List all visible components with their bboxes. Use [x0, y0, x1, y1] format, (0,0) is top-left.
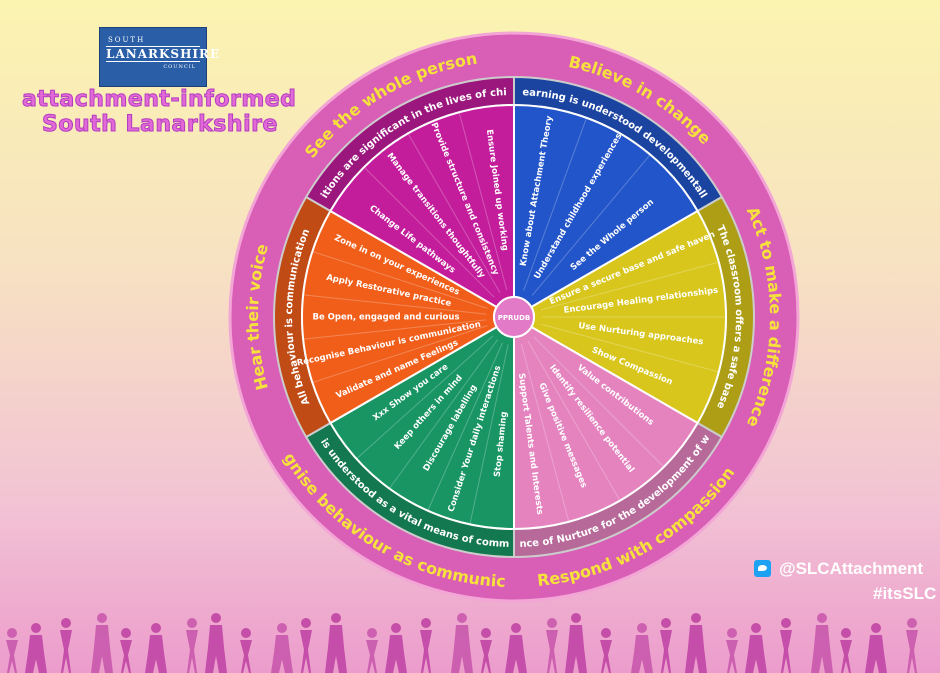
person-silhouette: [546, 618, 558, 673]
person-silhouette: [91, 613, 113, 673]
item-divider: [388, 339, 498, 489]
brand-line-2: South Lanarkshire: [42, 112, 278, 138]
person-silhouette: [240, 628, 252, 673]
person-silhouette: [385, 623, 407, 673]
item-divider: [540, 261, 719, 311]
twitter-handle[interactable]: @SLCAttachment: [754, 559, 923, 579]
person-silhouette: [811, 613, 833, 673]
person-silhouette: [745, 623, 767, 673]
person-silhouette: [300, 618, 312, 673]
item-divider: [427, 342, 504, 511]
item-divider: [520, 343, 570, 522]
hashtag: #itsSLC: [873, 584, 937, 603]
twitter-handle-text: @SLCAttachment: [779, 559, 924, 578]
hub-label: PPRUDB: [498, 314, 530, 322]
item-divider: [303, 319, 487, 340]
council-logo: SOUTH LANARKSHIRE COUNCIL: [99, 27, 221, 87]
item-divider: [312, 251, 488, 309]
logo-line-2: LANARKSHIRE: [106, 46, 221, 62]
person-silhouette: [631, 623, 653, 673]
item-divider: [407, 133, 501, 294]
person-silhouette: [25, 623, 47, 673]
person-silhouette: [565, 613, 587, 673]
person-silhouette: [840, 628, 852, 673]
item-divider: [540, 323, 719, 373]
person-silhouette: [366, 628, 378, 673]
person-silhouette: [145, 623, 167, 673]
item-divider: [356, 335, 494, 460]
item-divider: [363, 166, 495, 298]
person-silhouette: [906, 618, 918, 673]
person-silhouette: [865, 623, 887, 673]
person-silhouette: [120, 628, 132, 673]
hub: [493, 296, 535, 338]
item-divider: [312, 325, 488, 383]
person-silhouette: [685, 613, 707, 673]
person-silhouette: [420, 618, 432, 673]
person-silhouette: [60, 618, 72, 673]
person-silhouette: [325, 613, 347, 673]
logo-line-1: SOUTH: [108, 36, 146, 44]
item-divider: [533, 336, 665, 468]
person-silhouette: [186, 618, 198, 673]
person-silhouette: [480, 628, 492, 673]
person-silhouette: [660, 618, 672, 673]
person-silhouette: [271, 623, 293, 673]
people-silhouettes: [6, 613, 918, 673]
item-divider: [523, 117, 587, 291]
item-divider: [469, 344, 509, 525]
person-silhouette: [780, 618, 792, 673]
item-divider: [458, 112, 508, 291]
person-silhouette: [205, 613, 227, 673]
logo-line-3: COUNCIL: [163, 64, 196, 70]
person-silhouette: [505, 623, 527, 673]
brand-line-1: attachment-informed: [21, 87, 297, 113]
twitter-icon: [754, 560, 771, 577]
item-divider: [303, 294, 487, 315]
person-silhouette: [6, 628, 18, 673]
item-hear-2: Be Open, engaged and curious: [312, 313, 459, 323]
person-silhouette: [726, 628, 738, 673]
person-silhouette: [451, 613, 473, 673]
item-divider: [527, 340, 621, 501]
item-divider: [531, 154, 651, 296]
person-silhouette: [600, 628, 612, 673]
